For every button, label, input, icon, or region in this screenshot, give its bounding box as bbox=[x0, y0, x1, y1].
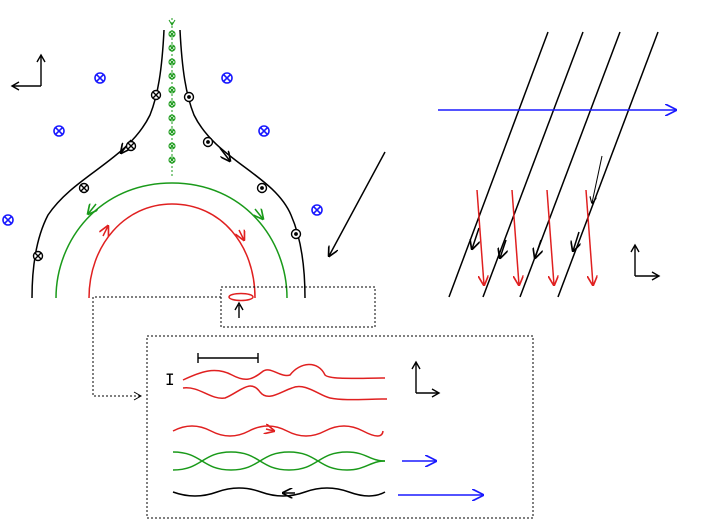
out-of-page-icon bbox=[290, 228, 302, 240]
current-label: I bbox=[165, 370, 175, 389]
into-page-icon bbox=[78, 182, 90, 194]
zoom-connector bbox=[92, 296, 221, 397]
into-page-icon bbox=[53, 125, 65, 137]
green-braid bbox=[172, 451, 386, 471]
out-of-page-icon bbox=[256, 182, 268, 194]
arrow-icon bbox=[329, 151, 386, 256]
axes-icon bbox=[10, 53, 46, 91]
into-page-icon bbox=[258, 125, 270, 137]
into-page-icon bbox=[32, 250, 44, 262]
red-arc bbox=[88, 203, 256, 299]
axes-icon bbox=[630, 243, 661, 281]
green-arc bbox=[55, 182, 288, 299]
red-ribbon bbox=[182, 363, 388, 401]
red-wave bbox=[172, 426, 384, 437]
zoom-box bbox=[220, 286, 376, 328]
left-panel bbox=[2, 18, 386, 401]
black-wave bbox=[172, 487, 386, 496]
red-lines bbox=[476, 189, 593, 285]
into-page-icon bbox=[221, 72, 233, 84]
line-markers bbox=[32, 89, 302, 262]
outer-field-lines bbox=[31, 29, 306, 299]
axes-icon bbox=[411, 360, 441, 398]
scale-bar bbox=[197, 353, 259, 363]
slanted-lines bbox=[448, 31, 659, 298]
arrow-icon bbox=[592, 155, 603, 203]
out-of-page-icon bbox=[183, 91, 195, 103]
into-page-icon bbox=[2, 214, 14, 226]
central-current-sheet bbox=[168, 18, 176, 178]
inset-panel: I bbox=[146, 335, 534, 519]
into-page-icon bbox=[150, 89, 162, 101]
current-loop bbox=[228, 292, 254, 302]
right-panel bbox=[438, 31, 676, 298]
into-page-markers bbox=[2, 72, 323, 226]
into-page-icon bbox=[125, 140, 137, 152]
into-page-icon bbox=[94, 72, 106, 84]
into-page-icon bbox=[311, 204, 323, 216]
out-of-page-icon bbox=[202, 136, 214, 148]
